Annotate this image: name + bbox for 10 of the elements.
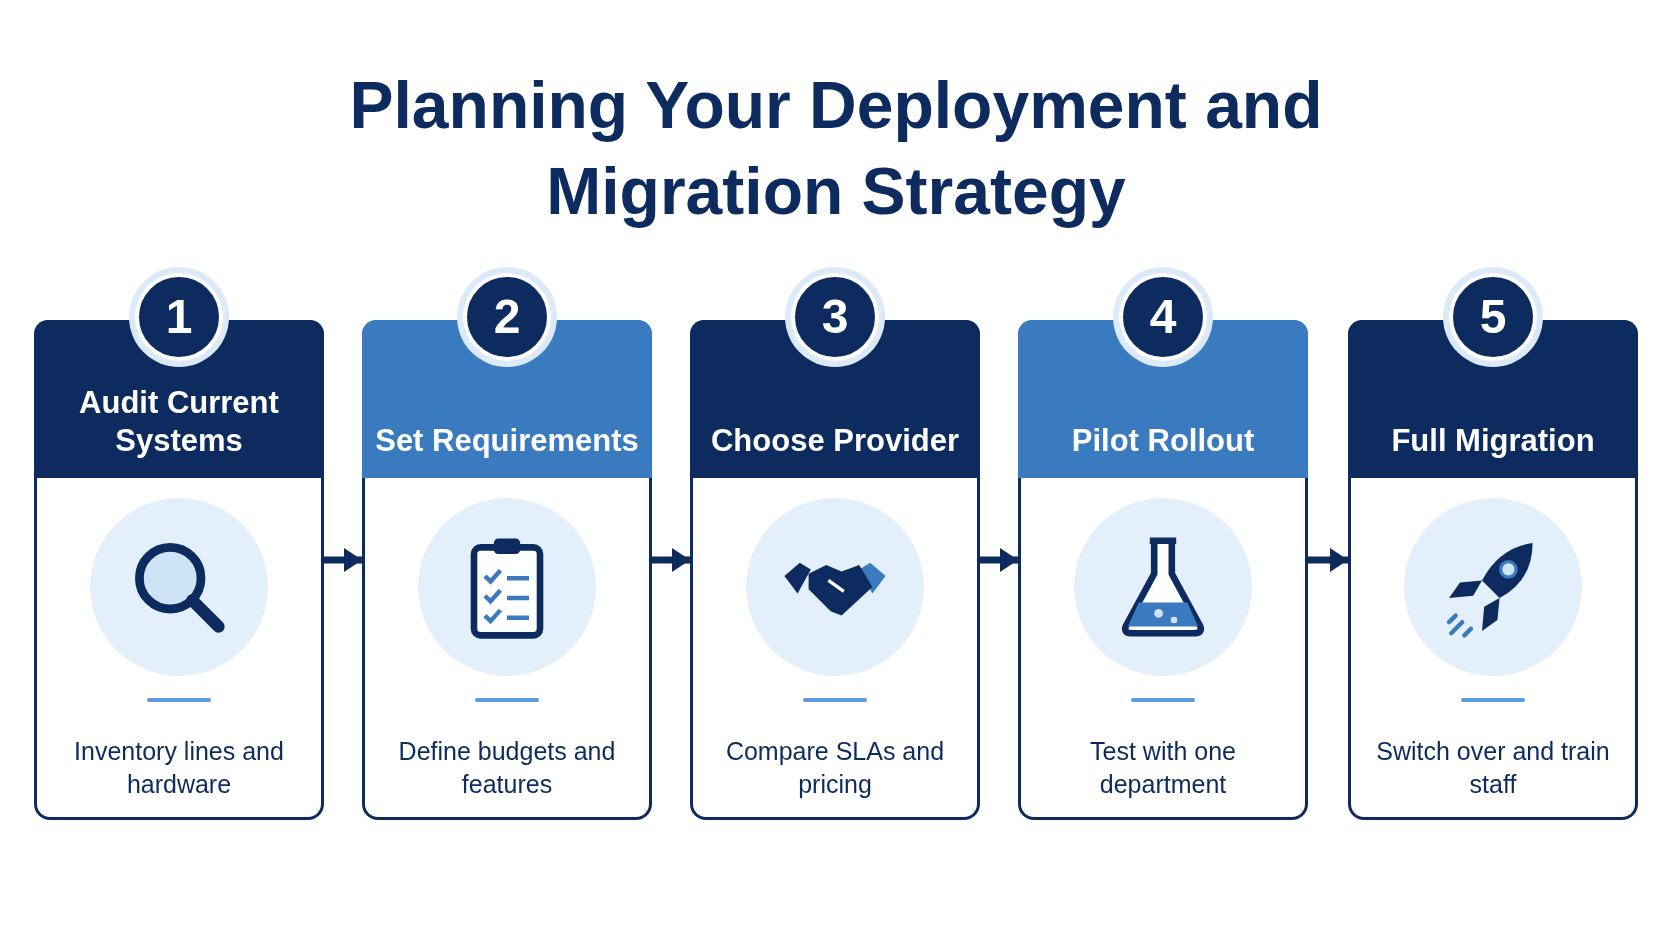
step-description: Switch over and train staff bbox=[1375, 736, 1611, 800]
step-description: Inventory lines and hardware bbox=[73, 736, 285, 800]
arrow bbox=[980, 548, 1018, 572]
step-description: Test with one department bbox=[1089, 736, 1237, 800]
step-description: Compare SLAs and pricing bbox=[724, 736, 946, 800]
arrow bbox=[324, 548, 362, 572]
step-description: Define budgets and features bbox=[397, 736, 617, 800]
arrow bbox=[1308, 548, 1348, 572]
arrow bbox=[652, 548, 690, 572]
title: Planning Your Deployment and Migration Strategy bbox=[348, 67, 1324, 230]
